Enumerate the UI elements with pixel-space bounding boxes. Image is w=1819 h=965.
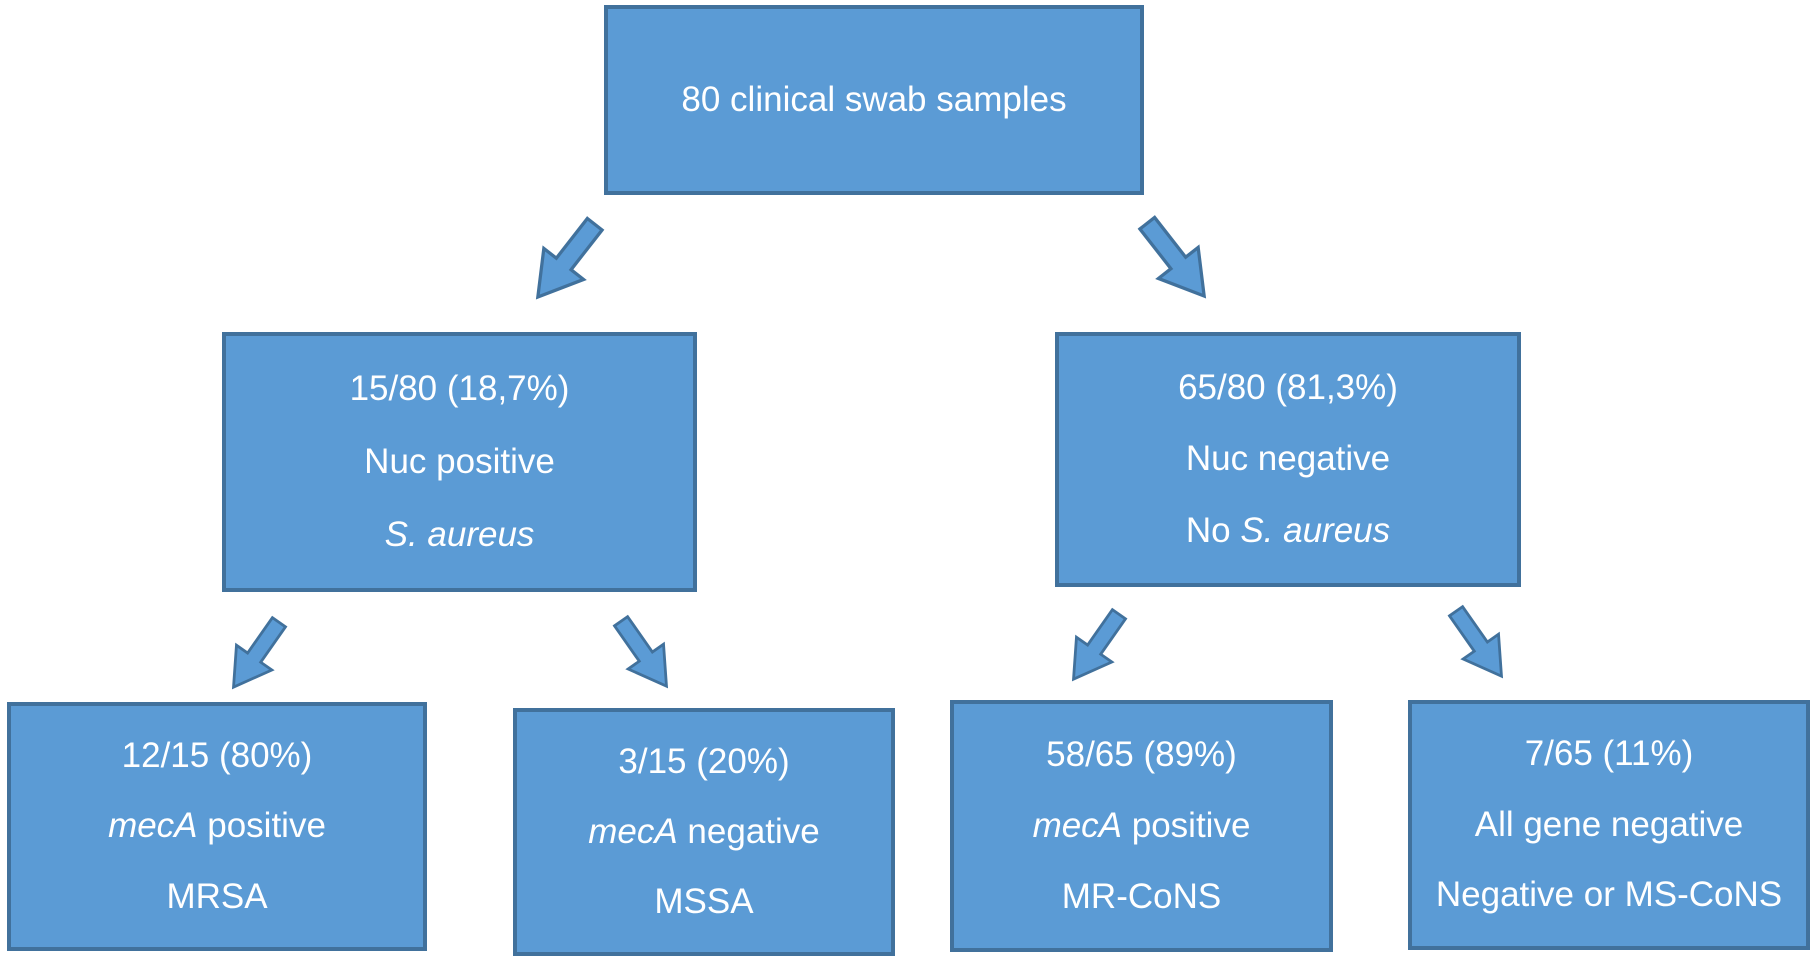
block-arrow-shape	[1137, 215, 1207, 299]
node-text-line: S. aureus	[385, 515, 535, 555]
italic-text-segment: mecA	[588, 811, 678, 851]
node-text-line: 80 clinical swab samples	[681, 80, 1066, 120]
arrow-nuc-negative-to-negative	[1432, 592, 1525, 697]
node-text-line: 12/15 (80%)	[122, 736, 313, 776]
italic-text-segment: S. aureus	[384, 514, 535, 554]
block-arrow-down-right-icon	[1447, 604, 1504, 679]
text-segment: 15/80 (18,7%)	[349, 368, 570, 408]
italic-text-segment: mecA	[1032, 805, 1123, 845]
node-text-line: 65/80 (81,3%)	[1178, 368, 1398, 408]
node-text-line: 7/65 (11%)	[1525, 734, 1694, 774]
node-text-line: MRSA	[166, 877, 267, 917]
block-arrow-down-left-icon	[1071, 607, 1128, 682]
arrow-nuc-positive-to-mssa	[597, 602, 690, 707]
text-segment: No	[1185, 511, 1241, 551]
arrow-root-to-nuc-positive	[511, 202, 620, 320]
italic-text-segment: mecA	[108, 806, 198, 846]
node-text-line: mecA positive	[1033, 806, 1251, 846]
block-arrow-shape	[1071, 607, 1128, 682]
text-segment: Negative or MS-CoNS	[1435, 875, 1783, 915]
node-text-line: 3/15 (20%)	[618, 742, 789, 782]
text-segment: 3/15 (20%)	[618, 741, 790, 781]
text-segment: MRSA	[166, 876, 268, 916]
text-segment: negative	[677, 811, 820, 851]
arrow-nuc-positive-to-mrsa	[209, 603, 302, 708]
block-arrow-down-right-icon	[1137, 215, 1207, 299]
node-text-line: Negative or MS-CoNS	[1436, 875, 1782, 915]
block-arrow-shape	[231, 615, 288, 690]
text-segment: MSSA	[654, 881, 754, 921]
node-text-line: 15/80 (18,7%)	[350, 369, 570, 409]
node-text-line: mecA negative	[588, 812, 820, 852]
italic-text-segment: S. aureus	[1240, 511, 1391, 551]
node-text-line: MR-CoNS	[1062, 877, 1221, 917]
text-segment: 58/65 (89%)	[1046, 734, 1237, 774]
block-arrow-shape	[535, 216, 605, 300]
block-arrow-shape	[612, 614, 669, 689]
node-text-line: MSSA	[654, 882, 753, 922]
text-segment: MR-CoNS	[1061, 876, 1222, 916]
text-segment: All gene negative	[1474, 804, 1744, 844]
arrow-root-to-nuc-negative	[1121, 201, 1230, 319]
text-segment: 65/80 (81,3%)	[1178, 367, 1398, 407]
text-segment: positive	[197, 806, 326, 846]
node-text-line: mecA positive	[108, 806, 326, 846]
block-arrow-shape	[1447, 604, 1504, 679]
text-segment: positive	[1122, 805, 1251, 845]
text-segment: 80 clinical swab samples	[681, 79, 1067, 119]
node-root: 80 clinical swab samples	[604, 5, 1144, 195]
text-segment: Nuc negative	[1185, 439, 1391, 479]
arrow-nuc-negative-to-mr-cons	[1049, 595, 1142, 700]
text-segment: 12/15 (80%)	[121, 736, 313, 776]
block-arrow-down-left-icon	[535, 216, 605, 300]
node-text-line: All gene negative	[1475, 805, 1744, 845]
node-text-line: Nuc positive	[364, 442, 555, 482]
text-segment: Nuc positive	[364, 441, 555, 481]
block-arrow-down-right-icon	[612, 614, 669, 689]
node-text-line: 58/65 (89%)	[1046, 735, 1237, 775]
node-text-line: No S. aureus	[1186, 511, 1390, 551]
block-arrow-down-left-icon	[231, 615, 288, 690]
node-nuc-positive: 15/80 (18,7%) Nuc positive S. aureus	[222, 332, 697, 592]
node-text-line: Nuc negative	[1186, 439, 1390, 479]
text-segment: 7/65 (11%)	[1524, 734, 1694, 774]
